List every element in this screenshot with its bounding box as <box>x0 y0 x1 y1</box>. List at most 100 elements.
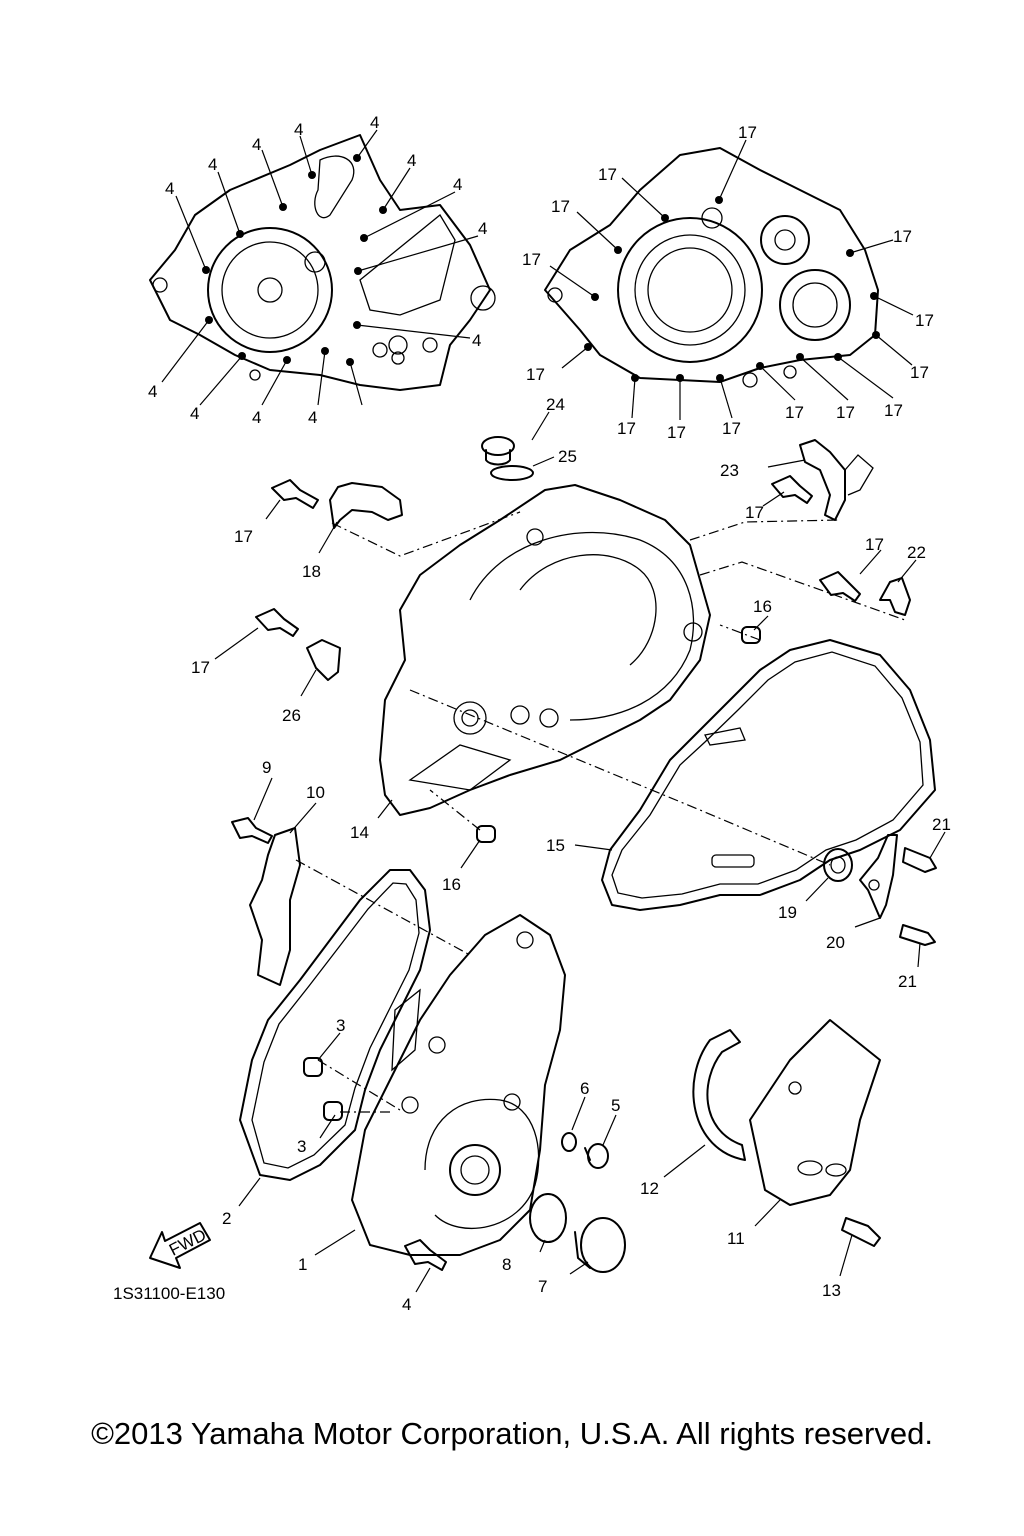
callout-17: 17 <box>785 403 804 422</box>
callout-18: 18 <box>302 562 321 581</box>
callout-16: 16 <box>442 875 461 894</box>
bracket-12 <box>692 1029 746 1161</box>
callout-17: 17 <box>598 165 617 184</box>
crankcase-cover-14 <box>379 484 711 816</box>
callout-17: 17 <box>617 419 636 438</box>
bolt-17b <box>771 475 813 504</box>
callout-21: 21 <box>898 972 917 991</box>
bolt-17d <box>255 608 299 637</box>
plug-7 <box>574 1217 626 1273</box>
plug-5 <box>584 1143 609 1169</box>
callout-22: 22 <box>907 543 926 562</box>
callout-6: 6 <box>580 1079 589 1098</box>
callout-20: 20 <box>826 933 845 952</box>
sprocket-guard-11 <box>749 1019 881 1206</box>
callout-17: 17 <box>893 227 912 246</box>
o-ring-8 <box>529 1193 567 1243</box>
callout-23: 23 <box>720 461 739 480</box>
callout-3: 3 <box>297 1137 306 1156</box>
diagram-code: 1S31100-E130 <box>113 1284 225 1303</box>
callout-17: 17 <box>191 658 210 677</box>
callout-10: 10 <box>306 783 325 802</box>
callout-4: 4 <box>252 408 261 427</box>
oil-seal-19 <box>823 848 853 882</box>
callout-4: 4 <box>472 331 481 350</box>
callout-7: 7 <box>538 1277 547 1296</box>
callout-17: 17 <box>915 311 934 330</box>
callout-3: 3 <box>336 1016 345 1035</box>
callout-4: 4 <box>478 219 487 238</box>
leader-lines-4 <box>161 129 479 406</box>
bolt-marker-dots <box>202 154 387 366</box>
bolt-21a <box>902 847 937 873</box>
crankcase-right-view: 17 17 17 17 17 17 17 17 17 17 17 17 17 1… <box>522 123 934 442</box>
crankcase-left-view: 4 4 4 4 4 4 4 4 4 4 4 4 4 <box>148 113 496 427</box>
callout-4: 4 <box>308 408 317 427</box>
callout-2: 2 <box>222 1209 231 1228</box>
callout-4: 4 <box>148 382 157 401</box>
o-ring-6 <box>561 1132 577 1152</box>
bolt-4 <box>404 1239 447 1271</box>
callout-9: 9 <box>262 758 271 777</box>
bracket-22 <box>879 577 911 616</box>
callout-4: 4 <box>190 404 199 423</box>
callout-12: 12 <box>640 1179 659 1198</box>
callout-4: 4 <box>165 179 174 198</box>
callout-17: 17 <box>667 423 686 442</box>
dowel-pin-3b <box>323 1101 343 1121</box>
bolt-17c <box>819 571 861 602</box>
callout-17: 17 <box>551 197 570 216</box>
bolt-13 <box>841 1217 881 1247</box>
dowel-pin-16b <box>476 825 496 843</box>
callout-16: 16 <box>753 597 772 616</box>
gasket-15 <box>601 639 936 911</box>
plug-24 <box>481 436 515 466</box>
callout-1: 1 <box>298 1255 307 1274</box>
callout-17: 17 <box>836 403 855 422</box>
callout-17: 17 <box>234 527 253 546</box>
gasket-2 <box>239 869 431 1181</box>
callout-15: 15 <box>546 836 565 855</box>
bolt-9 <box>231 817 273 844</box>
callout-17: 17 <box>738 123 757 142</box>
callout-17: 17 <box>522 250 541 269</box>
callout-17: 17 <box>910 363 929 382</box>
callout-14: 14 <box>350 823 369 842</box>
callout-4: 4 <box>294 120 303 139</box>
bolt-21b <box>899 924 936 946</box>
dowel-pin-3a <box>303 1057 323 1077</box>
dowel-pin-16a <box>741 626 761 644</box>
callout-4: 4 <box>453 175 462 194</box>
o-ring-25 <box>490 465 534 481</box>
callout-17: 17 <box>526 365 545 384</box>
callout-8: 8 <box>502 1255 511 1274</box>
bracket-10 <box>249 827 301 986</box>
bracket-26 <box>306 639 341 681</box>
callout-4: 4 <box>407 151 416 170</box>
clutch-cover-1 <box>351 914 566 1256</box>
callout-4: 4 <box>370 113 379 132</box>
callout-25: 25 <box>558 447 577 466</box>
callout-17: 17 <box>884 401 903 420</box>
callout-13: 13 <box>822 1281 841 1300</box>
bracket-23 <box>799 439 874 521</box>
alignment-lines <box>295 511 906 1113</box>
forward-direction-arrow: FWD <box>149 1222 211 1269</box>
callout-17: 17 <box>745 503 764 522</box>
callout-11: 11 <box>727 1229 745 1248</box>
bracket-18 <box>329 482 403 529</box>
callout-4: 4 <box>252 135 261 154</box>
callout-5: 5 <box>611 1096 620 1115</box>
copyright-notice: ©2013 Yamaha Motor Corporation, U.S.A. A… <box>91 1416 933 1451</box>
callout-4: 4 <box>208 155 217 174</box>
callout-19: 19 <box>778 903 797 922</box>
callout-17: 17 <box>722 419 741 438</box>
callout-26: 26 <box>282 706 301 725</box>
bolt-17a <box>271 479 319 509</box>
callout-21: 21 <box>932 815 951 834</box>
leader-lines-lower <box>214 411 946 1293</box>
leader-lines-17 <box>549 139 914 420</box>
callout-24: 24 <box>546 395 565 414</box>
callout-17: 17 <box>865 535 884 554</box>
